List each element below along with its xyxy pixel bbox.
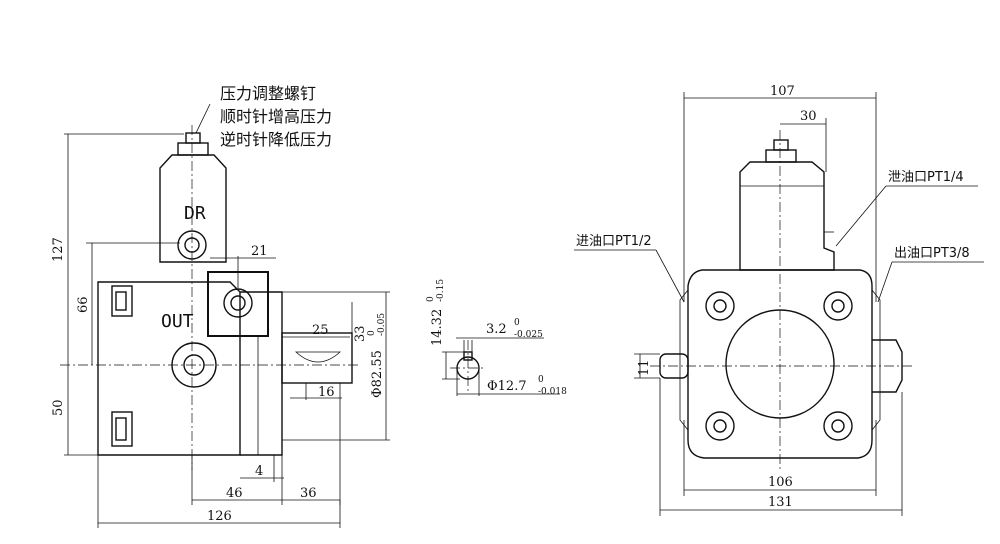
dim-3-tol-low: -0.025 (514, 330, 543, 340)
dim-25: 25 (312, 323, 329, 338)
outlet-leader (877, 261, 893, 303)
inlet-port (223, 288, 253, 318)
dim-33: 33 (353, 325, 368, 342)
dim-11: 11 (637, 359, 652, 376)
dim-66: 66 (76, 296, 91, 313)
valve-block (159, 154, 227, 263)
note-line3: 逆时针降低压力 (220, 130, 332, 149)
lower-ear (111, 411, 133, 447)
adjust-screw-tip (185, 132, 201, 144)
shaft-section: 14.32 0 -0.15 3.2 0 -0.025 Φ12.7 0 -0.01… (426, 279, 567, 397)
dim-3: 3.2 (486, 322, 507, 337)
adjust-screw-nut (177, 142, 209, 156)
dim-phi-tol-up: 0 (367, 330, 377, 336)
shaft (281, 332, 353, 384)
inlet-leader (655, 249, 685, 303)
right-flange-edge (871, 289, 881, 431)
front-valve-block (739, 161, 835, 271)
front-body (687, 269, 873, 459)
note-line2: 顺时针增高压力 (220, 107, 332, 126)
drain-label: 泄油口PT1/4 (888, 170, 964, 185)
front-view: 107 30 泄油口PT1/4 进油口PT1/2 出油口PT3/8 11 106… (574, 84, 984, 516)
dim-131: 131 (768, 495, 793, 510)
dim-14-tol-up: 0 (426, 296, 436, 302)
dim-36: 36 (300, 486, 317, 501)
dim-3-tol-up: 0 (514, 318, 520, 328)
dim-16: 16 (318, 385, 335, 400)
dim-14: 14.32 (430, 309, 445, 346)
bolt-holes (705, 291, 853, 441)
dim-30: 30 (800, 109, 817, 124)
inlet-port-inner (230, 295, 246, 311)
dim-phi-s-tol-low: -0.018 (538, 387, 567, 397)
dim-14-tol-low: -0.15 (436, 279, 446, 302)
dim-phi-main: Φ82.55 (370, 350, 385, 398)
dr-label: DR (184, 203, 206, 224)
upper-ear-inner (115, 291, 127, 311)
shaft-key (294, 351, 342, 363)
dim-phi-s: Φ12.7 (487, 379, 527, 394)
front-screw-nut (765, 149, 797, 163)
note-line1: 压力调整螺钉 (220, 84, 316, 103)
dim-126: 126 (207, 509, 232, 524)
left-flange-edge (679, 289, 689, 431)
dim-46: 46 (226, 486, 243, 501)
dim-127: 127 (51, 237, 66, 262)
dim-phi-s-tol-up: 0 (538, 375, 544, 385)
note-leader (195, 103, 211, 134)
front-flange (240, 291, 283, 456)
drain-leader (835, 185, 887, 247)
dim-21: 21 (251, 244, 268, 259)
out-label: OUT (161, 311, 194, 332)
inlet-label: 进油口PT1/2 (576, 234, 652, 249)
dim-107: 107 (770, 84, 795, 99)
dim-phi-tol-low: -0.05 (377, 313, 387, 336)
dim-4: 4 (255, 464, 263, 479)
dim-106: 106 (768, 475, 793, 490)
upper-ear (111, 285, 133, 317)
dim-50: 50 (51, 399, 66, 416)
lower-ear-inner (115, 417, 127, 441)
front-screw-tip (773, 139, 789, 151)
side-view: DR OUT 压力调整螺钉 顺时针增高压力 逆时针降低压力 127 (51, 84, 390, 528)
main-body (97, 281, 241, 456)
outlet-label: 出油口PT3/8 (894, 246, 970, 261)
